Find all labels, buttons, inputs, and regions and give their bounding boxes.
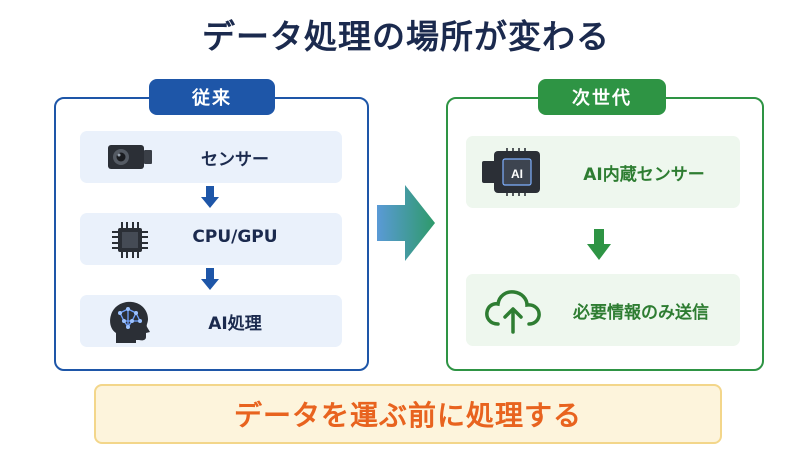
step-ai-sensor-label: AI内蔵センサー xyxy=(583,165,705,185)
conventional-label: 従来 xyxy=(149,79,275,115)
down-arrow-icon xyxy=(587,229,611,260)
step-send-essential: 必要情報のみ送信 xyxy=(466,274,740,346)
ai-chip-text: AI xyxy=(511,167,523,181)
next-gen-label: 次世代 xyxy=(538,79,666,115)
ai-sensor-icon: AI xyxy=(482,148,540,196)
down-arrow-icon xyxy=(201,268,219,290)
step-ai-processing-label: AI処理 xyxy=(208,314,262,334)
step-sensor: センサー xyxy=(80,131,342,183)
step-cpu-gpu-label: CPU/GPU xyxy=(192,227,278,247)
right-arrow-icon xyxy=(377,185,435,261)
step-ai-sensor: AI AI内蔵センサー xyxy=(466,136,740,208)
down-arrow-icon xyxy=(201,186,219,208)
step-ai-processing: AI処理 xyxy=(80,295,342,347)
cloud-upload-icon xyxy=(485,290,541,334)
page-title: データ処理の場所が変わる xyxy=(202,17,610,56)
camera-icon xyxy=(108,145,152,169)
chip-icon xyxy=(112,222,148,258)
step-send-essential-label: 必要情報のみ送信 xyxy=(573,303,709,323)
brain-head-icon xyxy=(110,301,150,343)
step-cpu-gpu: CPU/GPU xyxy=(80,213,342,265)
step-sensor-label: センサー xyxy=(201,150,269,170)
summary-banner: データを運ぶ前に処理する xyxy=(94,384,722,444)
